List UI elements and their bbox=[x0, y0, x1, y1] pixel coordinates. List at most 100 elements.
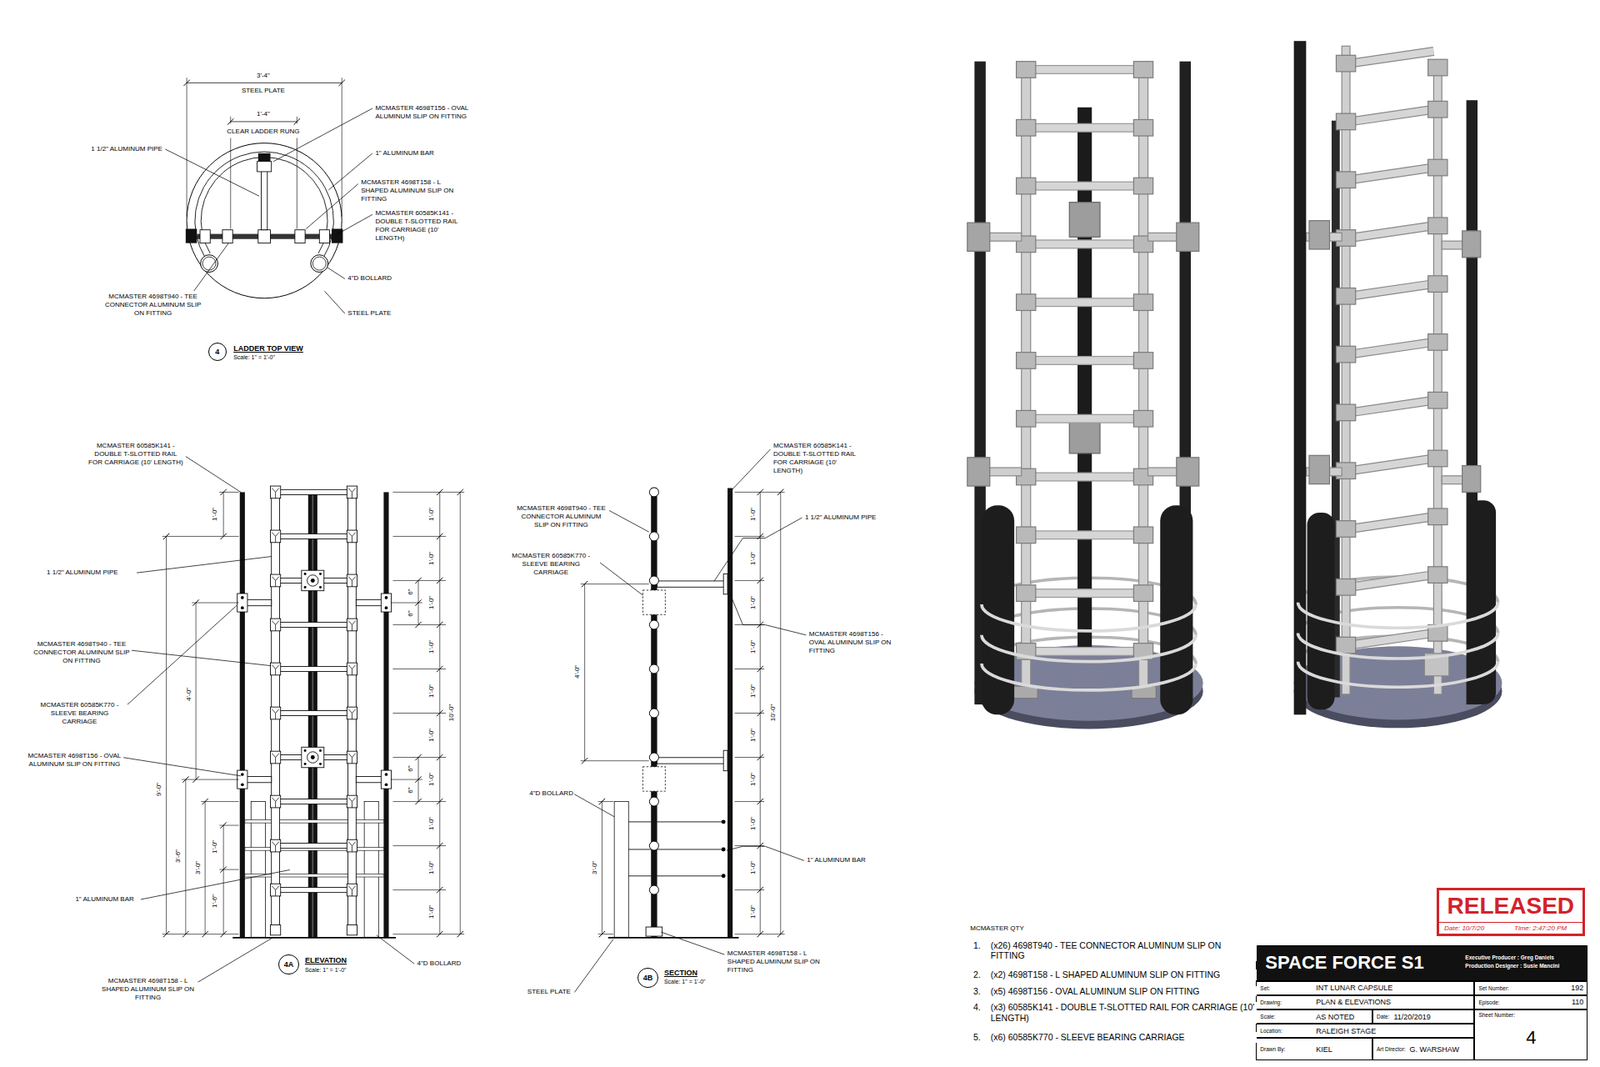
render-front-view bbox=[1148, 232, 1181, 241]
dimension-text: 3'-6" bbox=[175, 848, 183, 864]
ladder-elevation bbox=[280, 710, 349, 715]
leader-lines bbox=[123, 456, 415, 983]
ladder-section bbox=[608, 936, 740, 939]
render-front-view bbox=[1133, 352, 1153, 370]
ladder-elevation bbox=[346, 618, 357, 631]
dimension-text: 1'-0" bbox=[211, 506, 220, 522]
ladder-top-view bbox=[260, 169, 267, 230]
callout-label: MCMASTER 4698T940 - TEE CONNECTOR ALUMIN… bbox=[103, 292, 202, 318]
ladder-section bbox=[649, 752, 659, 762]
render-angled-view bbox=[1335, 171, 1355, 189]
callout-label: 1" ALUMINUM BAR bbox=[374, 149, 435, 158]
ladder-elevation bbox=[346, 662, 357, 675]
node-text: G. WARSHAW bbox=[1410, 1045, 1460, 1054]
list-number: 5. bbox=[972, 1031, 982, 1043]
dimension-text: 1'-0" bbox=[749, 860, 757, 875]
node-heading: Date: bbox=[1376, 1013, 1390, 1020]
ladder-section bbox=[727, 488, 733, 938]
render-front-view bbox=[1030, 530, 1140, 540]
ladder-section bbox=[649, 575, 659, 585]
dimension-text: 1'-0" bbox=[428, 771, 436, 787]
render-front-view bbox=[1030, 472, 1140, 481]
dimension-lines bbox=[601, 801, 603, 935]
node-heading: Art Director: bbox=[1376, 1045, 1406, 1052]
render-front-view bbox=[1030, 356, 1140, 365]
node-text: PLAN & ELEVATIONS bbox=[1315, 997, 1391, 1006]
render-front-view bbox=[1016, 352, 1036, 370]
render-front-view bbox=[1069, 418, 1100, 454]
dimension-lines bbox=[205, 801, 206, 935]
render-angled-view bbox=[1428, 159, 1448, 176]
render-front-view bbox=[1133, 294, 1153, 311]
callout-label: 1 1/2" ALUMINUM PIPE bbox=[45, 568, 120, 577]
ladder-elevation bbox=[270, 795, 280, 808]
render-front-view bbox=[1176, 457, 1200, 486]
dimension-text: 1'-0" bbox=[749, 815, 757, 831]
ladder-elevation bbox=[280, 621, 349, 627]
render-angled-view bbox=[1294, 40, 1307, 715]
dimension-lines bbox=[195, 602, 197, 780]
render-front-view bbox=[981, 604, 1196, 690]
ladder-elevation bbox=[270, 530, 280, 543]
dimension-lines bbox=[439, 491, 440, 934]
dimension-lines bbox=[760, 491, 761, 934]
render-front-view bbox=[1016, 410, 1036, 427]
title-block-cell: Location:RALEIGH STAGE bbox=[1255, 1023, 1475, 1038]
dimension-text: 4'-0" bbox=[574, 664, 582, 680]
callout-label: MCMASTER 60585K770 - SLEEVE BEARING CARR… bbox=[31, 700, 128, 726]
ladder-elevation bbox=[346, 485, 357, 499]
callout-label: STEEL PLATE bbox=[346, 309, 392, 318]
ladder-section bbox=[721, 819, 726, 824]
ladder-top-view bbox=[195, 151, 335, 258]
title-block-cell: Set Number:192 bbox=[1474, 980, 1588, 995]
ladder-top-view bbox=[186, 143, 342, 299]
ladder-elevation bbox=[245, 819, 385, 823]
scale-note: Scale: 1" = 1'-0" bbox=[304, 966, 348, 975]
dimension-text: 6" bbox=[407, 587, 415, 595]
ladder-elevation bbox=[355, 599, 384, 605]
title-block-header: SPACE FORCE S1Executive Producer : Greg … bbox=[1255, 945, 1588, 981]
callout-label: 4"D BOLLARD bbox=[528, 789, 575, 798]
callout-label: STEEL PLATE bbox=[240, 86, 286, 95]
callout-label: CLEAR LADDER RUNG bbox=[225, 127, 300, 136]
ladder-elevation bbox=[270, 618, 280, 631]
node-text: Production Designer : Susie Mancini bbox=[1465, 962, 1560, 970]
node-text: 11/20/2019 bbox=[1393, 1012, 1430, 1021]
render-angled-view bbox=[1433, 61, 1442, 695]
ladder-top-view bbox=[185, 228, 197, 243]
render-angled-view bbox=[1428, 100, 1448, 118]
ladder-elevation bbox=[346, 883, 357, 896]
ladder-elevation bbox=[280, 798, 349, 804]
render-angled-view bbox=[1309, 455, 1330, 484]
node-text: Executive Producer : Greg Daniels bbox=[1465, 954, 1555, 961]
node-text: 4 bbox=[1475, 1026, 1587, 1049]
dimension-lines bbox=[780, 491, 781, 934]
render-front-view bbox=[1030, 240, 1140, 249]
render-front-view bbox=[1016, 61, 1036, 79]
node-heading: 4B bbox=[643, 973, 654, 982]
dimension-text: 1'-0" bbox=[428, 904, 436, 920]
render-front-view bbox=[1016, 526, 1036, 544]
node-heading: 4 bbox=[215, 347, 220, 356]
ladder-elevation bbox=[280, 489, 349, 495]
ladder-section bbox=[642, 766, 665, 791]
view-callout-bubble: 4 bbox=[208, 342, 227, 361]
dimension-text: 1'-0" bbox=[749, 727, 757, 743]
render-front-view bbox=[1133, 585, 1153, 602]
dimension-text: 3'-0" bbox=[194, 860, 202, 875]
render-front-view bbox=[1030, 647, 1140, 656]
ladder-elevation bbox=[346, 706, 357, 720]
ladder-elevation bbox=[280, 843, 349, 849]
ladder-section bbox=[628, 821, 723, 876]
node-heading: Location: bbox=[1260, 1027, 1312, 1034]
render-angled-view bbox=[1335, 288, 1355, 305]
render-angled-view bbox=[1428, 508, 1448, 525]
ladder-top-view bbox=[331, 228, 343, 243]
node-heading: Episode: bbox=[1478, 999, 1500, 1005]
callout-label: MCMASTER 4698T158 - L SHAPED ALUMINUM SL… bbox=[98, 976, 197, 1002]
ladder-elevation bbox=[346, 839, 357, 852]
view-callout-bubble: 4A bbox=[278, 954, 299, 975]
callout-label: STEEL PLATE bbox=[526, 987, 572, 996]
